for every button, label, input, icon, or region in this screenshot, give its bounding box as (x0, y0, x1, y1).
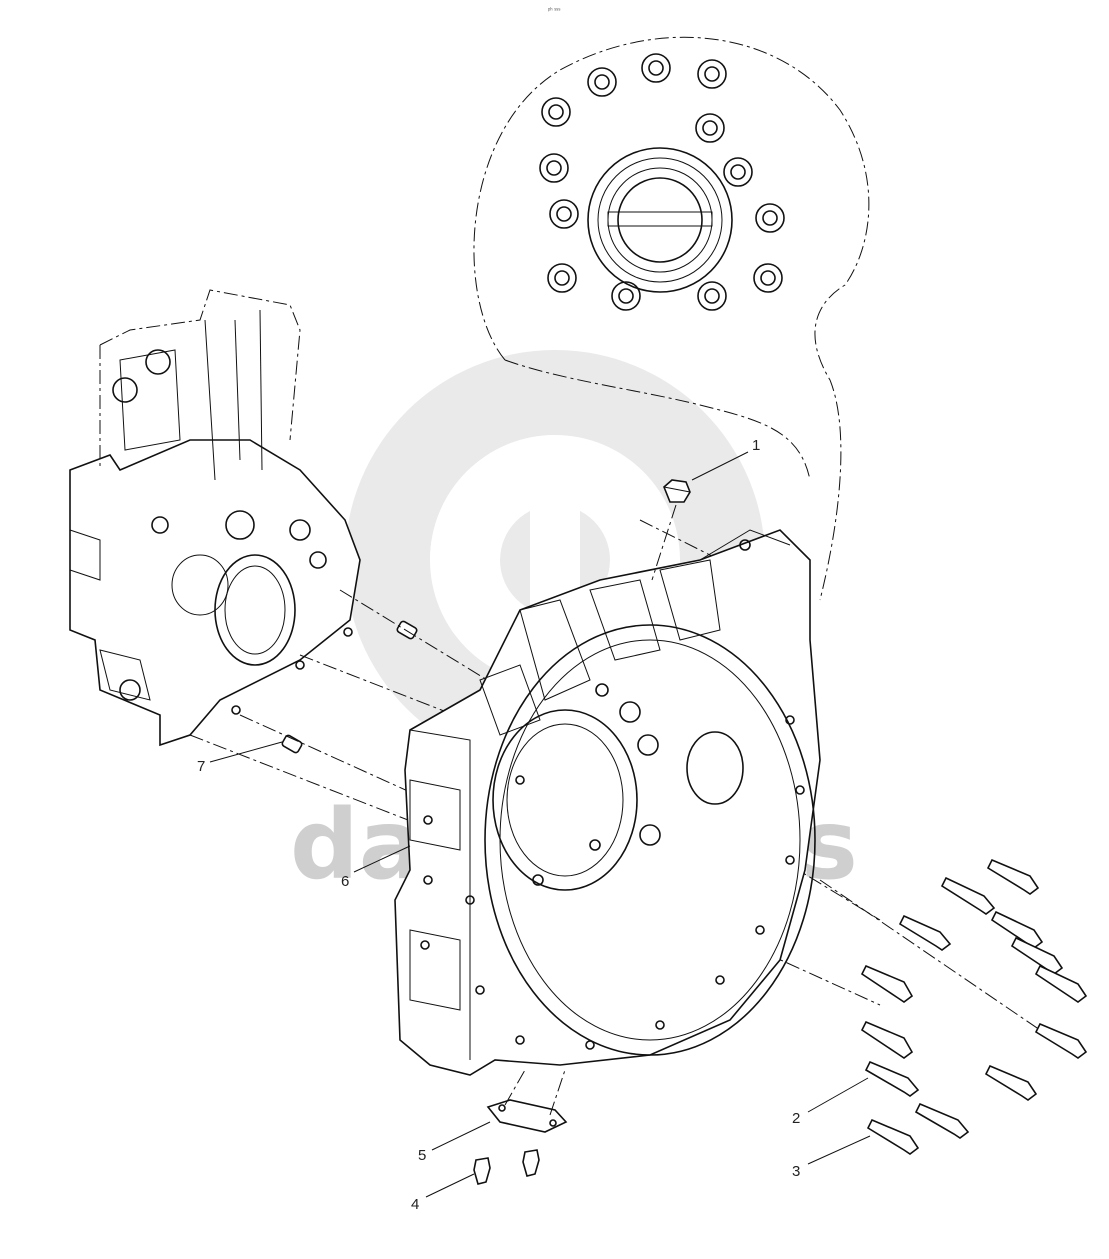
dowel-pin-lower (281, 734, 303, 754)
flywheel-housing (394, 529, 821, 1076)
header-mark: ᵖʰ ˢˢˢ (548, 7, 560, 14)
callout-leaders (209, 451, 871, 1198)
callout-6: 6 (341, 873, 349, 890)
callout-2: 2 (792, 1110, 800, 1127)
callout-1: 1 (752, 437, 760, 454)
callout-5: 5 (418, 1147, 426, 1164)
pin-hole (231, 705, 241, 715)
bolts-items-2-3 (860, 858, 1088, 1155)
cap-screws-item-4 (473, 1149, 540, 1185)
gear-housing-left (69, 289, 361, 747)
cover-gasket-item-5 (486, 1069, 568, 1133)
callout-3: 3 (792, 1163, 800, 1180)
bubble-bolt-heads (539, 53, 785, 311)
callout-4: 4 (411, 1196, 419, 1213)
callout-7: 7 (197, 758, 205, 775)
detail-bubble (473, 36, 870, 601)
plug-item-1 (651, 479, 691, 581)
